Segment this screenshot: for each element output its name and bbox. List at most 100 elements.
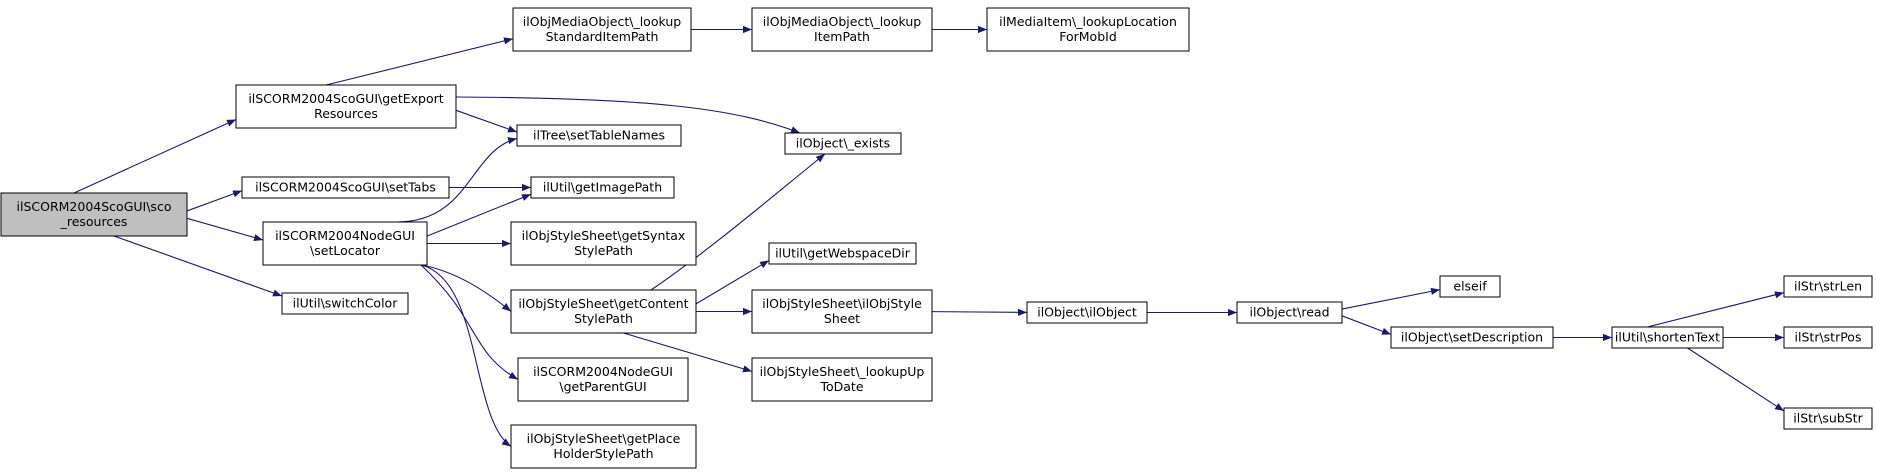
edge-n15-n18 <box>931 308 1028 316</box>
edge-arrow <box>1341 315 1392 336</box>
node-label-line: ilSCORM2004NodeGUI <box>275 228 415 243</box>
function-node[interactable]: ilStr\subStr <box>1783 407 1873 430</box>
edge-n3-n9 <box>420 264 512 312</box>
node-label-line: ilSCORM2004ScoGUI\getExport <box>248 91 443 106</box>
node-label-line: ilMediaItem\_lookupLocation <box>999 14 1177 29</box>
node-label-line: ForMobId <box>1059 29 1117 44</box>
node-label-line: ilObject\ilObject <box>1037 305 1137 320</box>
function-node[interactable]: ilObject\read <box>1236 301 1343 324</box>
edge-arrow <box>396 137 518 223</box>
node-box <box>784 132 902 155</box>
edge-n9-n14 <box>695 259 770 305</box>
node-label-line: ItemPath <box>814 29 870 44</box>
node-box <box>751 289 933 334</box>
node-box <box>1783 275 1873 298</box>
function-node[interactable]: ilObject\setDescription <box>1390 326 1554 349</box>
node-label-line: ilSCORM2004ScoGUI\setTabs <box>255 180 436 195</box>
node-label-line: ilObjStyleSheet\ilObjStyle <box>762 296 922 311</box>
edge-n3-n10 <box>420 264 519 380</box>
node-box <box>510 221 697 266</box>
edge-arrow <box>420 264 512 312</box>
node-label-line: ilUtil\switchColor <box>293 296 399 311</box>
edge-arrow <box>186 217 264 242</box>
function-node[interactable]: ilUtil\switchColor <box>281 292 409 315</box>
node-box <box>768 242 917 265</box>
function-node[interactable]: ilUtil\shortenText <box>1611 326 1724 349</box>
node-box <box>262 221 428 266</box>
edge-n0-n3 <box>186 217 264 242</box>
node-label-line: ilStr\strPos <box>1795 330 1862 345</box>
function-node[interactable]: ilStr\strPos <box>1783 326 1873 349</box>
function-node[interactable]: ilUtil\getWebspaceDir <box>768 242 917 265</box>
node-label-line: StylePath <box>574 243 633 258</box>
node-label-line: ilUtil\shortenText <box>1615 330 1720 345</box>
node-box <box>510 424 697 469</box>
node-box <box>986 7 1190 52</box>
edge-arrow <box>420 264 512 447</box>
edge-arrow <box>426 193 532 237</box>
edge-n19-n20 <box>1341 287 1441 310</box>
function-node[interactable]: ilSCORM2004NodeGUI\getParentGUI <box>517 357 689 402</box>
node-label-line: ilUtil\getImagePath <box>543 180 662 195</box>
node-box <box>235 84 457 129</box>
node-label-line: ToDate <box>819 379 863 394</box>
node-label-line: Sheet <box>824 311 860 326</box>
node-label-line: ilSCORM2004ScoGUI\sco <box>17 199 172 214</box>
root-function-node: ilSCORM2004ScoGUI\sco_resources <box>0 192 188 237</box>
edge-n19-n21 <box>1341 315 1392 336</box>
node-box <box>1439 275 1501 298</box>
edge-arrow <box>1687 347 1785 412</box>
node-box <box>517 357 689 402</box>
node-label-line: StylePath <box>574 311 633 326</box>
function-node[interactable]: ilObject\_exists <box>784 132 902 155</box>
node-label-line: ilObjStyleSheet\getContent <box>518 296 688 311</box>
function-node[interactable]: ilSCORM2004ScoGUI\setTabs <box>241 176 450 199</box>
edge-arrow <box>455 109 518 133</box>
edge-n22-n25 <box>1687 347 1785 412</box>
edge-n0-n2 <box>186 190 243 212</box>
function-node[interactable]: ilUtil\getImagePath <box>530 176 675 199</box>
node-box <box>0 192 188 237</box>
node-box <box>281 292 409 315</box>
edge-n0-n1 <box>73 118 237 194</box>
node-label-line: ilSCORM2004NodeGUI <box>533 364 673 379</box>
nodes-layer: ilSCORM2004ScoGUI\sco_resourcesilSCORM20… <box>0 7 1873 469</box>
node-label-line: ilTree\setTableNames <box>533 128 665 143</box>
node-label-line: Resources <box>314 106 378 121</box>
node-label-line: _resources <box>60 214 128 229</box>
node-box <box>1783 326 1873 349</box>
function-node[interactable]: elseif <box>1439 275 1501 298</box>
node-label-line: ilObject\setDescription <box>1401 330 1543 345</box>
edge-arrow <box>113 235 283 297</box>
edge-n0-n4 <box>113 235 283 297</box>
node-box <box>512 7 692 52</box>
function-node[interactable]: ilTree\setTableNames <box>516 124 682 147</box>
edge-n9-n13 <box>650 153 826 291</box>
node-label-line: ilObjStyleSheet\getSyntax <box>522 228 686 243</box>
node-label-line: ilObject\_exists <box>796 136 890 151</box>
edge-arrow <box>73 118 237 194</box>
edge-arrow <box>455 96 801 134</box>
node-box <box>1783 407 1873 430</box>
edge-n3-n11 <box>420 264 512 447</box>
edge-arrow <box>1647 291 1785 328</box>
function-node[interactable]: ilObject\ilObject <box>1026 301 1148 324</box>
edges-layer <box>73 25 1785 447</box>
edge-n3-n6 <box>396 137 518 223</box>
node-label-line: ilObjMediaObject\_lookup <box>523 14 681 29</box>
edge-arrow <box>623 332 753 373</box>
function-node[interactable]: ilStr\strLen <box>1783 275 1873 298</box>
node-box <box>1236 301 1343 324</box>
function-node[interactable]: ilSCORM2004NodeGUI\setLocator <box>262 221 428 266</box>
node-box <box>1026 301 1148 324</box>
function-node[interactable]: ilObjStyleSheet\ilObjStyleSheet <box>751 289 933 334</box>
